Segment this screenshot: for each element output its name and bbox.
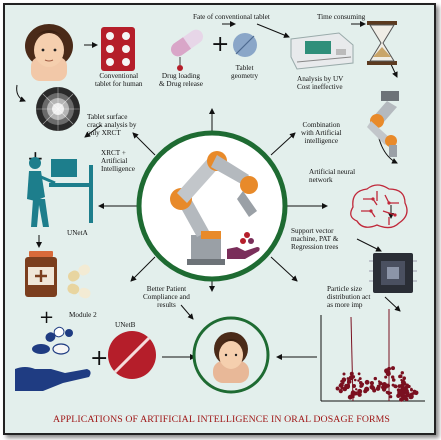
label-module-2: Module 2	[69, 311, 97, 319]
patient-icon	[192, 316, 270, 394]
scatter-dot	[353, 378, 357, 382]
scatter-dot	[404, 397, 409, 402]
scatter-dot	[378, 381, 383, 386]
scatter-dot	[357, 372, 361, 376]
robot-arm-right-icon	[367, 91, 399, 157]
scatter-dot	[402, 397, 406, 401]
scatter-dot	[402, 380, 405, 384]
label-fate: Fate of conventional tablet	[193, 13, 270, 21]
scatter-dot	[342, 372, 346, 376]
scatter-dot	[398, 374, 403, 379]
scatter-dot	[381, 387, 387, 392]
central-robot-hub	[136, 130, 288, 282]
scatter-dot	[391, 375, 395, 379]
scatter-dot	[349, 371, 354, 376]
scatter-dot	[412, 389, 416, 393]
svg-text:+: +	[39, 307, 54, 328]
scatter-dot	[364, 379, 370, 385]
hand-pills-small-icon	[227, 232, 260, 259]
scatter-dot	[402, 376, 407, 381]
scatter-dot	[357, 379, 360, 382]
scatter-dot	[399, 397, 404, 402]
hand-pills-icon	[15, 326, 91, 391]
scatter-dot	[384, 375, 388, 379]
scatter-dot	[375, 386, 381, 391]
scatter-dot	[385, 390, 389, 394]
flow-arrows	[16, 21, 401, 360]
scatter-dot	[391, 366, 395, 371]
chip-icon	[369, 253, 417, 293]
label-drug-loading: Drug loading& Drug release	[159, 72, 203, 89]
scatter-dot	[396, 393, 400, 397]
scatter-dot	[346, 380, 351, 384]
scatter-dot	[364, 390, 367, 393]
scatter-dot	[350, 390, 356, 395]
uv-analyzer-icon	[290, 32, 354, 70]
particle-distribution-icon	[320, 309, 425, 402]
scatter-dot	[347, 394, 353, 400]
scatter-dot	[410, 394, 413, 398]
scatter-dot	[394, 385, 398, 389]
capsule-icon	[170, 29, 204, 71]
scatter-dot	[348, 375, 354, 381]
diagram-frame: + + + +	[3, 3, 436, 435]
scatter-dot	[391, 378, 396, 382]
scatter-dot	[341, 377, 347, 383]
svg-text:+: +	[90, 346, 108, 371]
medicine-bottle-icon	[25, 251, 91, 299]
scatter-dot	[357, 392, 362, 397]
label-uneta: UNetA	[67, 229, 88, 237]
svg-text:+: +	[211, 32, 229, 57]
scatter-dot	[389, 391, 393, 395]
hourglass-icon	[367, 21, 397, 65]
scatter-dot	[346, 377, 350, 380]
scatter-dot	[410, 388, 413, 392]
scatter-dot	[386, 384, 389, 387]
scatter-dot	[358, 377, 362, 381]
scatter-dot	[346, 383, 350, 387]
workstation-icon	[27, 157, 93, 227]
xrct-scan-icon	[36, 87, 80, 131]
scatter-dot	[357, 388, 363, 394]
scatter-dot	[369, 381, 374, 386]
diagram-graphics: + + + +	[15, 21, 425, 402]
scatter-dot	[384, 368, 390, 374]
person-icon	[25, 24, 73, 81]
red-tablet-icon	[108, 331, 156, 379]
scatter-dot	[359, 383, 364, 388]
scatter-dot	[372, 388, 377, 393]
scatter-dot	[338, 389, 343, 394]
scatter-dot	[400, 371, 404, 375]
neural-brain-icon	[350, 184, 408, 229]
label-time-consuming: Time consuming	[317, 13, 366, 21]
diagram-title: APPLICATIONS OF ARTIFICIAL INTELLIGENCE …	[53, 414, 390, 425]
scatter-dot	[373, 376, 377, 381]
tablet-icon	[233, 33, 257, 57]
scatter-dot	[399, 391, 402, 395]
robot-arm-icon	[170, 151, 258, 265]
scatter-dot	[352, 384, 356, 388]
scatter-dot	[355, 388, 358, 391]
label-unetb: UNetB	[115, 321, 136, 329]
scatter-dot	[340, 386, 344, 390]
scatter-dot	[405, 389, 409, 393]
scatter-dot	[389, 395, 393, 399]
blister-pack-icon	[101, 27, 135, 71]
scatter-dot	[407, 385, 411, 388]
scatter-dot	[400, 378, 403, 382]
scatter-dot	[335, 386, 340, 391]
